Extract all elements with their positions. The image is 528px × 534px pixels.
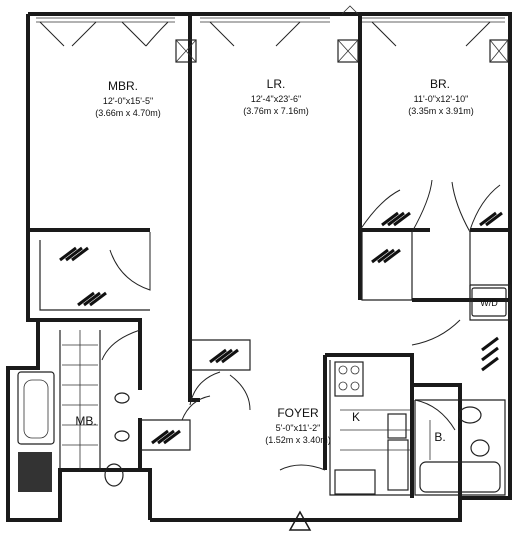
exterior-walls	[6, 12, 512, 522]
door-swings	[101, 179, 501, 471]
mbr-dim-m: (3.66m x 4.70m)	[95, 108, 161, 118]
br-label: BR.	[430, 77, 450, 91]
window-swings	[39, 21, 491, 47]
mbr-dim-ft: 12'-0"x15'-5"	[103, 96, 153, 106]
lr-dim-ft: 12'-4"x23'-6"	[251, 94, 301, 104]
interior-walls	[28, 14, 511, 498]
foyer-label: FOYER	[277, 406, 319, 420]
foyer-dim-ft: 5'-0"x11'-2"	[276, 423, 321, 433]
master-bath-label: MB.	[75, 414, 96, 428]
north-arrow-icon	[288, 510, 312, 531]
br-dim-ft: 11'-0"x12'-10"	[414, 94, 469, 104]
bath-label: B.	[434, 430, 445, 444]
lr-dim-m: (3.76m x 7.16m)	[243, 106, 309, 116]
mbr-label: MBR.	[108, 79, 138, 93]
kitchen-label: K	[352, 410, 360, 424]
closet-hatching	[59, 211, 503, 445]
foyer-dim-m: (1.52m x 3.40m)	[265, 435, 331, 445]
column-icon	[175, 39, 509, 63]
washer-dryer-label: W/D	[480, 298, 498, 308]
bath-fixtures	[17, 361, 501, 495]
tile-grid	[62, 330, 431, 470]
lr-label: LR.	[267, 77, 286, 91]
top-windows	[36, 5, 505, 23]
washer-dryer	[471, 287, 507, 317]
br-dim-m: (3.35m x 3.91m)	[408, 106, 474, 116]
